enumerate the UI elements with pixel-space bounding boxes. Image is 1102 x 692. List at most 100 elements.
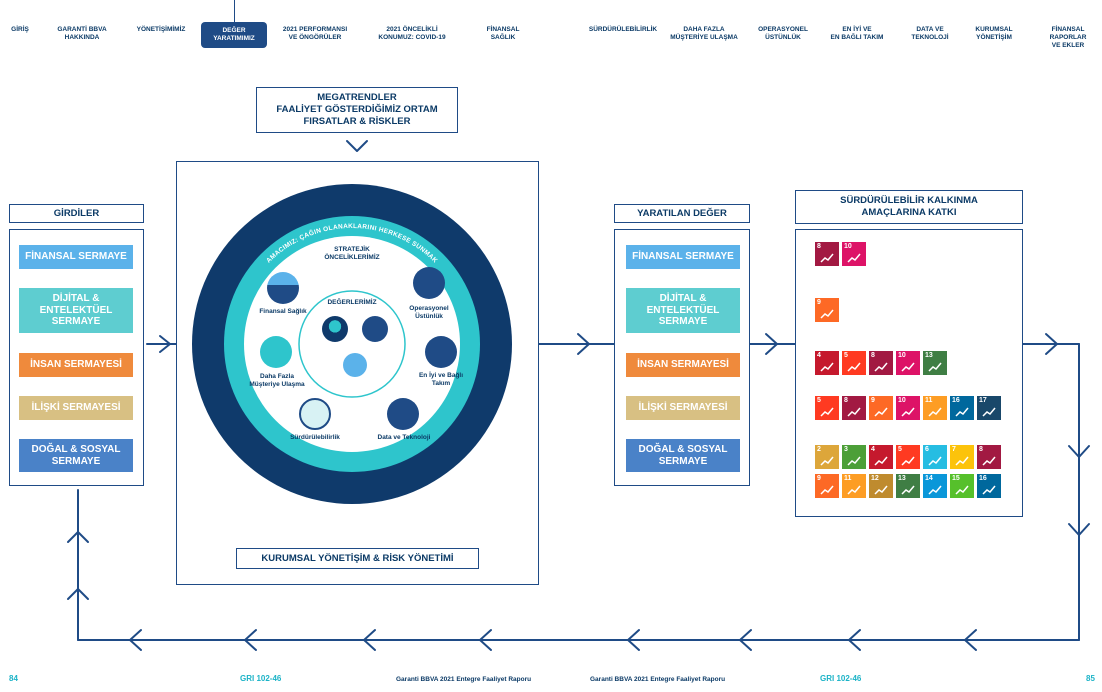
sdg-number: 4 — [871, 446, 875, 453]
sdg-9-icon: 9 — [815, 474, 839, 498]
top-navigation: GİRİŞ GARANTİ BBVA HAKKINDA YÖNETİŞİMİMİ… — [0, 0, 1102, 60]
sdg-glyph — [873, 454, 889, 466]
sdg-number: 8 — [979, 446, 983, 453]
sdg-glyph — [819, 360, 835, 372]
sdg-number: 13 — [925, 352, 933, 359]
sdg-14-icon: 14 — [923, 474, 947, 498]
sdg-glyph — [819, 307, 835, 319]
gri-reference-right: GRI 102-46 — [820, 674, 862, 683]
priority-best-team: En İyi ve Bağlı Takım — [418, 372, 464, 387]
sdg-title: SÜRDÜRÜLEBİLİR KALKINMA AMAÇLARINA KATKI — [840, 195, 978, 218]
active-tab-marker — [234, 0, 235, 22]
sdg-number: 16 — [979, 475, 987, 482]
sdg-glyph — [927, 454, 943, 466]
sdg-9-icon: 9 — [815, 298, 839, 322]
values-mountain-icon — [362, 316, 388, 342]
sdg-number: 10 — [898, 352, 906, 359]
nav-item-performance[interactable]: 2021 PERFORMANSI VE ÖNGÖRÜLER — [282, 26, 348, 42]
nav-item-corporate-governance[interactable]: KURUMSAL YÖNETİŞİM — [975, 26, 1013, 42]
sdg-11-icon: 11 — [842, 474, 866, 498]
governance-box: KURUMSAL YÖNETİŞİM & RİSK YÖNETİMİ — [236, 548, 479, 569]
sdg-glyph — [900, 405, 916, 417]
values-team-icon — [343, 353, 367, 377]
output-financial-capital: FİNANSAL SERMAYE — [626, 245, 740, 269]
sdg-6-icon: 6 — [923, 445, 947, 469]
sdg-number: 13 — [898, 475, 906, 482]
operational-excellence-icon — [413, 267, 445, 299]
nav-item-team[interactable]: EN İYİ VE EN BAĞLI TAKIM — [830, 26, 884, 42]
more-customers-icon — [260, 336, 292, 368]
nav-item-sustainability[interactable]: SÜRDÜRÜLEBİLİRLİK — [588, 26, 658, 33]
sustainability-icon — [299, 398, 331, 430]
input-relationship-capital: İLİŞKİ SERMAYESİ — [19, 396, 133, 420]
nav-item-value-creation[interactable]: DEĞER YARATIMIMIZ — [201, 22, 267, 48]
sdg-glyph — [927, 405, 943, 417]
sdg-15-icon: 15 — [950, 474, 974, 498]
outputs-title: YARATILAN DEĞER — [637, 207, 727, 219]
nav-item-more-customers[interactable]: DAHA FAZLA MÜŞTERİYE ULAŞMA — [670, 26, 738, 42]
sdg-5-icon: 5 — [842, 351, 866, 375]
sdg-number: 5 — [844, 352, 848, 359]
output-digital-capital: DİJİTAL & ENTELEKTÜEL SERMAYE — [626, 288, 740, 333]
sdg-2-icon: 2 — [815, 445, 839, 469]
outputs-title-box: YARATILAN DEĞER — [614, 204, 750, 223]
values-title: DEĞERLERİMİZ — [327, 299, 377, 306]
sdg-number: 5 — [898, 446, 902, 453]
sdg-number: 16 — [952, 397, 960, 404]
priority-data-technology: Data ve Teknoloji — [377, 434, 431, 441]
sdg-5-icon: 5 — [815, 396, 839, 420]
megatrends-title: MEGATRENDLER FAALİYET GÖSTERDİĞİMİZ ORTA… — [276, 92, 438, 127]
inputs-box: FİNANSAL SERMAYE DİJİTAL & ENTELEKTÜEL S… — [9, 229, 144, 486]
report-title-left: Garanti BBVA 2021 Entegre Faaliyet Rapor… — [396, 676, 532, 683]
sdg-glyph — [873, 483, 889, 495]
gri-reference-left: GRI 102-46 — [240, 674, 282, 683]
input-natural-social-capital: DOĞAL & SOSYAL SERMAYE — [19, 439, 133, 472]
sdg-number: 9 — [817, 475, 821, 482]
priority-financial-health: Finansal Sağlık — [259, 308, 307, 315]
nav-item-financial-reports[interactable]: FİNANSAL RAPORLAR VE EKLER — [1049, 26, 1087, 50]
priority-more-customers: Daha Fazla Müşteriye Ulaşma — [249, 373, 305, 388]
sdg-glyph — [981, 454, 997, 466]
megatrends-box: MEGATRENDLER FAALİYET GÖSTERDİĞİMİZ ORTA… — [256, 87, 458, 133]
sdg-12-icon: 12 — [869, 474, 893, 498]
sdg-8-icon: 8 — [842, 396, 866, 420]
sdg-glyph — [846, 405, 862, 417]
outputs-box: FİNANSAL SERMAYE DİJİTAL & ENTELEKTÜEL S… — [614, 229, 750, 486]
sdg-glyph — [846, 454, 862, 466]
best-team-icon — [425, 336, 457, 368]
sdg-glyph — [846, 360, 862, 372]
sdg-number: 10 — [898, 397, 906, 404]
nav-item-financial-health[interactable]: FİNANSAL SAĞLIK — [486, 26, 520, 42]
sdg-number: 8 — [817, 243, 821, 250]
nav-item-operational[interactable]: OPERASYONEL ÜSTÜNLÜK — [758, 26, 808, 42]
nav-item-data-tech[interactable]: DATA VE TEKNOLOJİ — [911, 26, 949, 42]
nav-item-giris[interactable]: GİRİŞ — [11, 26, 29, 33]
nav-item-governance[interactable]: YÖNETİŞİMİMİZ — [136, 26, 186, 33]
nav-item-covid[interactable]: 2021 ÖNCELİKLİ KONUMUZ: COVID-19 — [378, 26, 446, 42]
input-digital-capital: DİJİTAL & ENTELEKTÜEL SERMAYE — [19, 288, 133, 333]
sdg-number: 8 — [844, 397, 848, 404]
sdg-glyph — [846, 251, 862, 263]
sdg-5-icon: 5 — [896, 445, 920, 469]
output-relationship-capital: İLİŞKİ SERMAYESİ — [626, 396, 740, 420]
input-financial-capital: FİNANSAL SERMAYE — [19, 245, 133, 269]
sdg-9-icon: 9 — [869, 396, 893, 420]
sdg-number: 8 — [871, 352, 875, 359]
sdg-glyph — [900, 454, 916, 466]
report-title-right: Garanti BBVA 2021 Entegre Faaliyet Rapor… — [590, 676, 726, 683]
sdg-number: 2 — [817, 446, 821, 453]
page-number-right: 85 — [1086, 674, 1095, 683]
sdg-10-icon: 10 — [896, 396, 920, 420]
sdg-4-icon: 4 — [869, 445, 893, 469]
sdg-glyph — [819, 483, 835, 495]
nav-item-about[interactable]: GARANTİ BBVA HAKKINDA — [57, 26, 107, 42]
sdg-10-icon: 10 — [842, 242, 866, 266]
sdg-glyph — [954, 454, 970, 466]
sdg-glyph — [819, 251, 835, 263]
output-human-capital: İNSAN SERMAYESİ — [626, 353, 740, 377]
sdg-glyph — [981, 483, 997, 495]
sdg-glyph — [981, 405, 997, 417]
governance-title: KURUMSAL YÖNETİŞİM & RİSK YÖNETİMİ — [261, 552, 454, 564]
inputs-title-box: GİRDİLER — [9, 204, 144, 223]
